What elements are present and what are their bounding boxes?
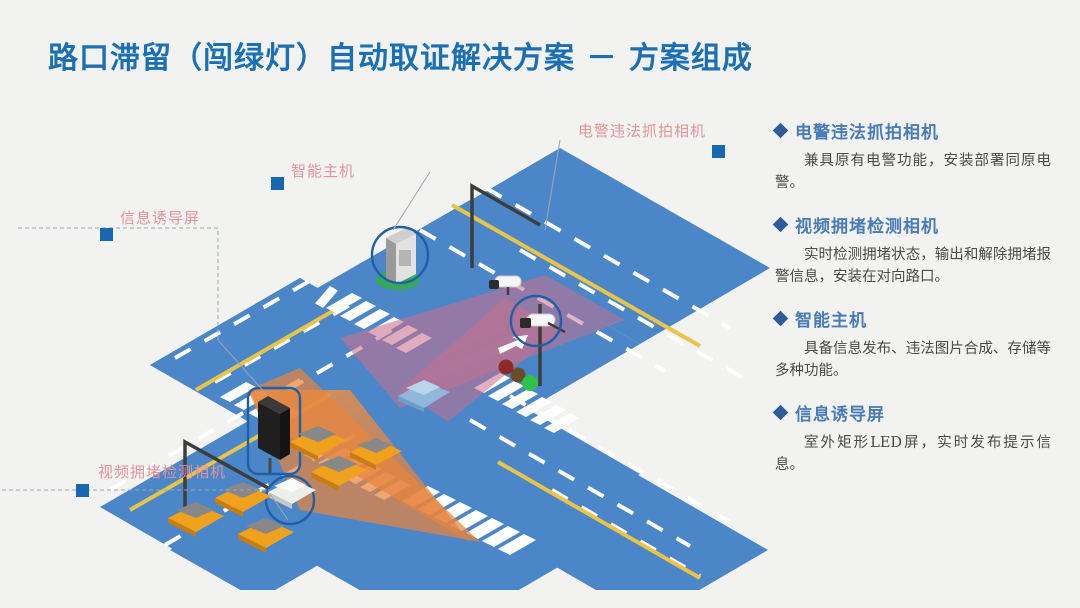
leader-dashes	[0, 227, 270, 491]
panel-item-title: 电警违法抓拍相机	[795, 123, 939, 143]
callout-label-congestion-camera: 视频拥堵检测相机	[98, 463, 227, 481]
traffic-light-green	[522, 375, 538, 391]
vehicle-queue-orange-4	[215, 482, 271, 517]
intersection-diagram	[0, 90, 770, 590]
crosswalk-north	[314, 286, 338, 308]
center-line-ne	[451, 203, 701, 348]
blue-square-marker-host	[271, 177, 284, 190]
diamond-bullet-icon	[772, 404, 789, 421]
led-guidance-screen	[258, 396, 290, 474]
panel-item-electric-police-camera: 电警违法抓拍相机 兼具原有电警功能，安装部署同原电警。	[772, 118, 1057, 194]
road-slab-ne-ext	[430, 148, 770, 344]
vehicle-queue-orange-2	[350, 438, 402, 470]
vehicle-queue-orange-6	[238, 518, 294, 553]
blue-square-marker-camera	[712, 145, 725, 158]
vehicle-crossing-blue	[398, 380, 450, 412]
intelligent-host-cabinet	[376, 228, 420, 290]
diamond-bullet-icon	[772, 122, 789, 139]
panel-item-intelligent-host: 智能主机 具备信息发布、违法图片合成、存储等多种功能。	[772, 306, 1057, 382]
panel-item-header: 信息诱导屏	[772, 400, 1057, 426]
camera-electric-police-1	[489, 275, 522, 295]
vehicle-detection-van	[268, 478, 316, 509]
traffic-light-red	[498, 359, 514, 375]
panel-item-body: 兼具原有电警功能，安装部署同原电警。	[775, 153, 1051, 192]
panel-item-header: 视频拥堵检测相机	[772, 212, 1057, 238]
panel-item-header: 智能主机	[772, 306, 1057, 332]
traffic-light	[498, 359, 538, 391]
leader-host	[392, 171, 431, 231]
blue-square-marker-detect	[76, 484, 89, 497]
panel-item-title: 智能主机	[795, 311, 867, 332]
gantry-southwest	[183, 439, 269, 525]
panel-item-title: 信息诱导屏	[795, 405, 885, 426]
diamond-bullet-icon	[772, 216, 789, 233]
vehicle-queue-orange-5	[168, 502, 224, 537]
blue-square-marker-led	[100, 228, 113, 241]
traffic-light-amber	[510, 367, 526, 383]
panel-item-body: 室外矩形LED屏，实时发布提示信息。	[775, 435, 1051, 474]
vehicle-queue-orange-1	[290, 426, 346, 461]
panel-item-body: 实时检测拥堵状态，输出和解除拥堵报警信息，安装在对向路口。	[775, 247, 1051, 286]
center-line-se	[497, 460, 701, 580]
vehicle-queue-orange-3	[311, 456, 367, 491]
camera-electric-police-2	[520, 313, 566, 334]
leader-led	[217, 339, 269, 397]
highlight-circle-detect-van	[264, 474, 316, 526]
callout-label-guidance-screen: 信息诱导屏	[120, 209, 201, 227]
highlight-circle-host	[370, 225, 430, 285]
highlight-circle-camera	[509, 294, 563, 348]
road-fill-a	[180, 298, 470, 466]
panel-item-congestion-camera: 视频拥堵检测相机 实时检测拥堵状态，输出和解除拥堵报警信息，安装在对向路口。	[772, 212, 1057, 288]
info-panel: 电警违法抓拍相机 兼具原有电警功能，安装部署同原电警。 视频拥堵检测相机 实时检…	[772, 118, 1057, 494]
leader-lines	[217, 139, 561, 521]
leader-camera	[544, 139, 561, 231]
panel-item-title: 视频拥堵检测相机	[795, 217, 939, 238]
center-line-nw	[195, 302, 346, 392]
leader-detect	[269, 493, 289, 521]
road-slab-se-ext	[440, 430, 768, 590]
page-title: 路口滞留（闯绿灯）自动取证解决方案 － 方案组成	[48, 41, 753, 76]
callout-label-electric-police-camera: 电警违法抓拍相机	[578, 122, 707, 140]
panel-item-body: 具备信息发布、违法图片合成、存储等多种功能。	[775, 341, 1051, 380]
diamond-bullet-icon	[772, 310, 789, 327]
callout-label-intelligent-host: 智能主机	[291, 162, 356, 180]
panel-item-guidance-screen: 信息诱导屏 室外矩形LED屏，实时发布提示信息。	[772, 400, 1057, 476]
leader-led-dash	[18, 227, 219, 340]
panel-item-header: 电警违法抓拍相机	[772, 118, 1057, 143]
highlight-box-led	[246, 386, 302, 476]
